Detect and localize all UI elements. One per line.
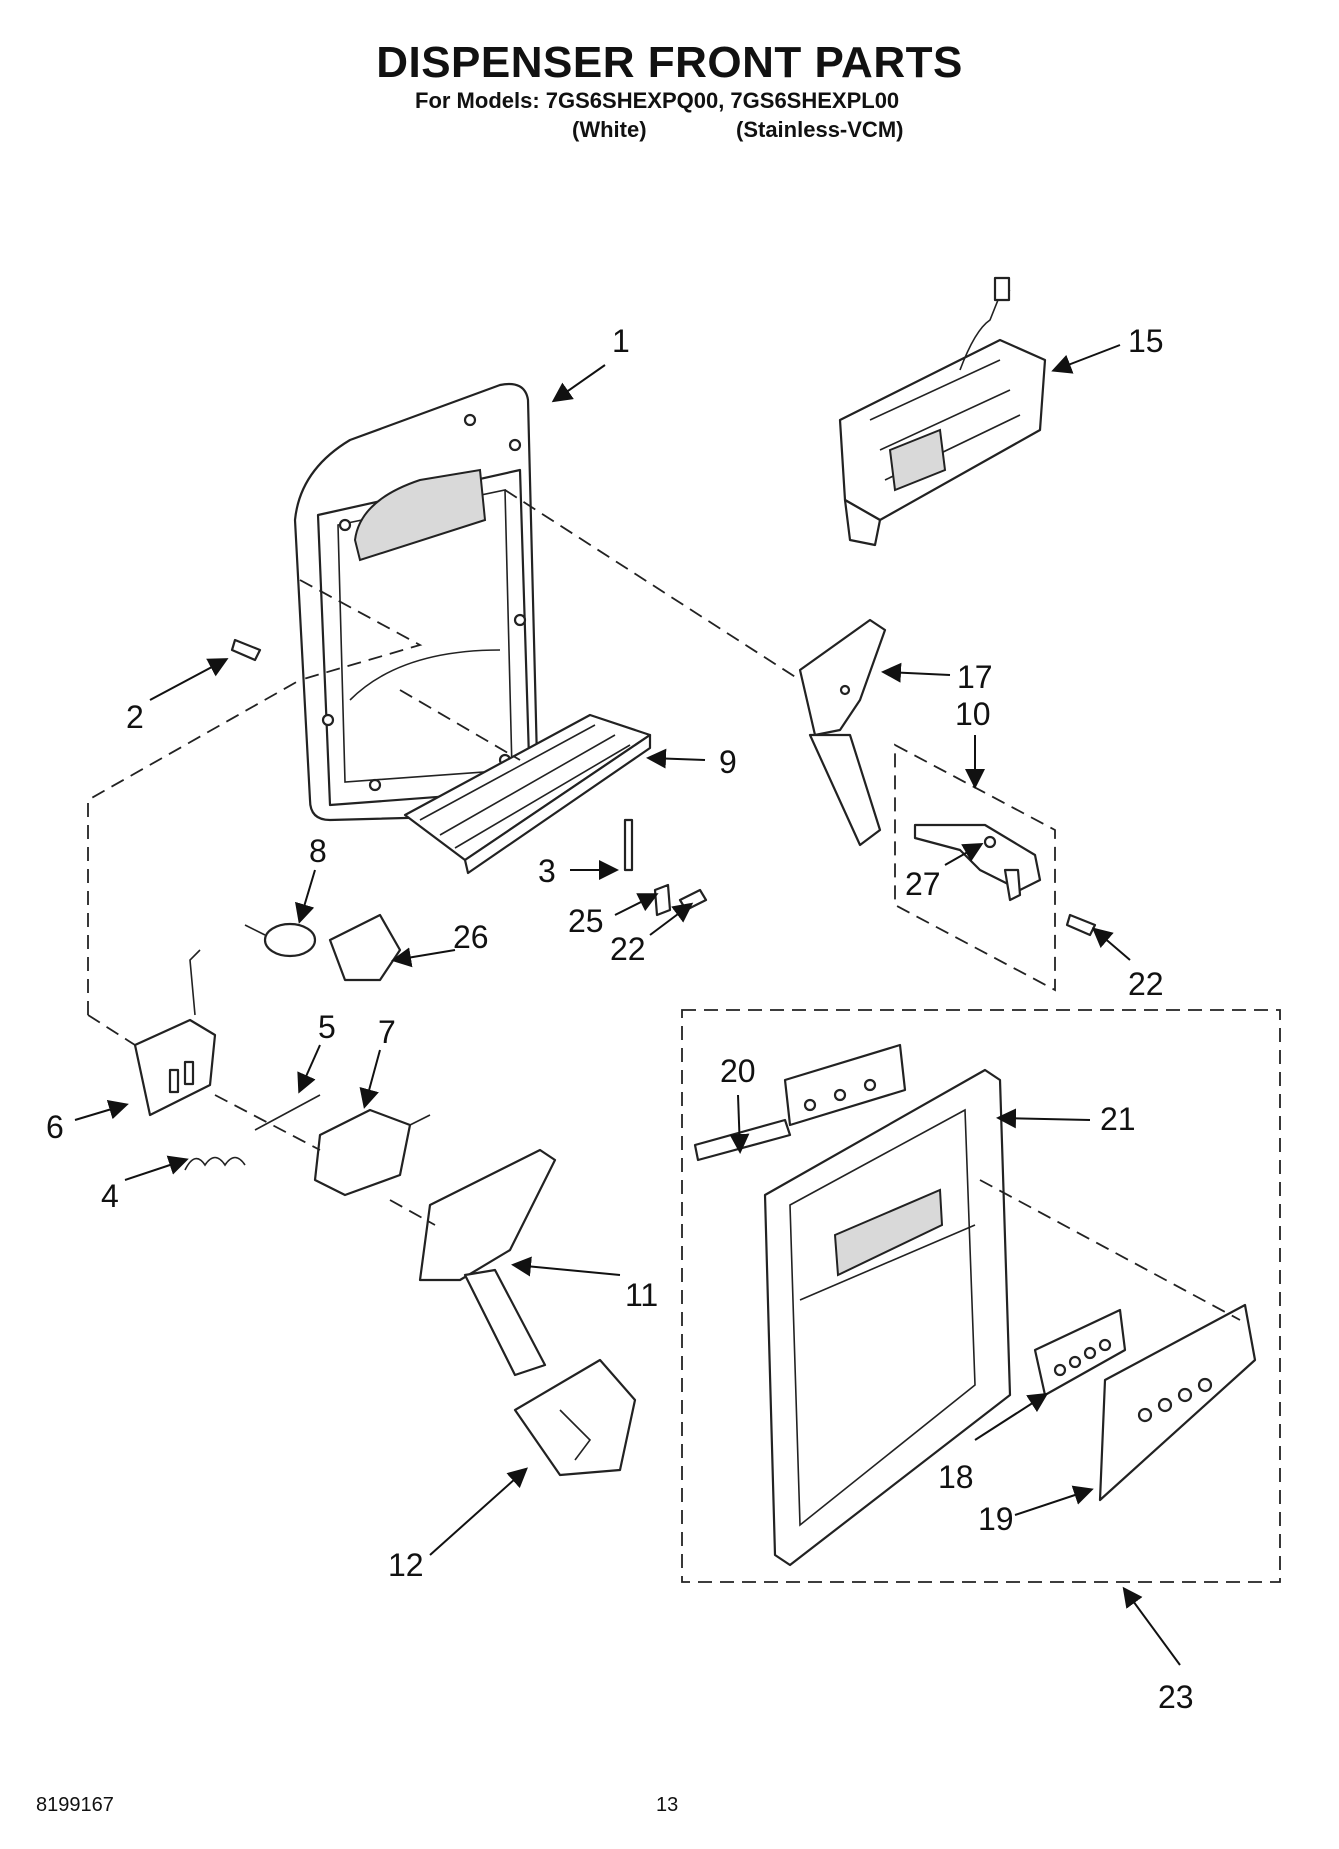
assembly-line-g — [979, 1179, 1241, 1321]
part-9-drip-tray — [403, 713, 652, 875]
callout-9: 9 — [719, 744, 737, 780]
assembly-line-e — [389, 1199, 436, 1226]
part-5-pin — [254, 1094, 321, 1131]
part-18-control-board — [1033, 1308, 1127, 1397]
leader-lines — [74, 344, 1181, 1666]
part-1-housing — [293, 382, 540, 822]
callout-6: 6 — [46, 1109, 64, 1145]
callout-25: 25 — [568, 903, 604, 939]
part-6-module — [133, 949, 217, 1117]
part-3-clip — [623, 818, 634, 872]
callout-26: 26 — [453, 919, 489, 955]
part-12-cup — [513, 1358, 637, 1477]
part-8-motor — [244, 922, 317, 958]
part-22-screw-right — [1065, 913, 1097, 937]
assembly-line-h — [399, 689, 521, 761]
page-title: DISPENSER FRONT PARTS — [376, 38, 963, 87]
assembly-line-b — [87, 679, 301, 1015]
callout-1: 1 — [612, 323, 630, 359]
variant-white: (White) — [572, 117, 647, 142]
callout-20: 20 — [720, 1053, 756, 1089]
assembly-line-d — [214, 1094, 321, 1151]
part-19-panel-face — [1098, 1303, 1257, 1502]
callout-4: 4 — [101, 1178, 119, 1214]
assembly-line-f — [504, 489, 801, 681]
part-17-lever — [798, 618, 887, 847]
callout-5: 5 — [318, 1009, 336, 1045]
callout-11: 11 — [625, 1277, 658, 1313]
part-21-bezel — [763, 1068, 1012, 1567]
part-2-screw — [230, 638, 262, 662]
part-7-solenoid — [313, 1108, 431, 1197]
callout-21: 21 — [1100, 1101, 1136, 1137]
part-25-plate — [653, 883, 672, 917]
part-11-chute — [418, 1148, 557, 1377]
part-26-cover — [328, 913, 402, 982]
models-line: For Models: 7GS6SHEXPQ00, 7GS6SHEXPL00 — [415, 88, 900, 113]
callout-7: 7 — [378, 1014, 396, 1050]
callout-23: 23 — [1158, 1679, 1194, 1715]
part-15-control-housing — [838, 276, 1047, 547]
callout-17: 17 — [957, 659, 993, 695]
page-number: 13 — [656, 1794, 679, 1816]
callout-labels: 1 2 3 4 5 6 7 8 9 10 11 12 15 17 18 19 2… — [46, 323, 1194, 1715]
part-4-spring — [184, 1156, 246, 1171]
callout-22-right: 22 — [1128, 966, 1164, 1002]
callout-19: 19 — [978, 1501, 1014, 1537]
callout-8: 8 — [309, 833, 327, 869]
callout-18: 18 — [938, 1459, 974, 1495]
callout-2: 2 — [126, 699, 144, 735]
part-22-screw-left — [678, 888, 708, 912]
assembly-line-a — [299, 579, 423, 681]
callout-10: 10 — [955, 696, 991, 732]
callout-22-left: 22 — [610, 931, 646, 967]
callout-15: 15 — [1128, 323, 1164, 359]
assembly-line-c — [87, 1014, 136, 1046]
callout-12: 12 — [388, 1547, 424, 1583]
doc-number: 8199167 — [36, 1794, 114, 1816]
callout-3: 3 — [538, 853, 556, 889]
variant-stainless: (Stainless-VCM) — [736, 117, 904, 142]
assembly-23-boundary — [681, 1009, 1281, 1583]
callout-27: 27 — [905, 866, 941, 902]
assembly-10-boundary — [894, 743, 1056, 992]
